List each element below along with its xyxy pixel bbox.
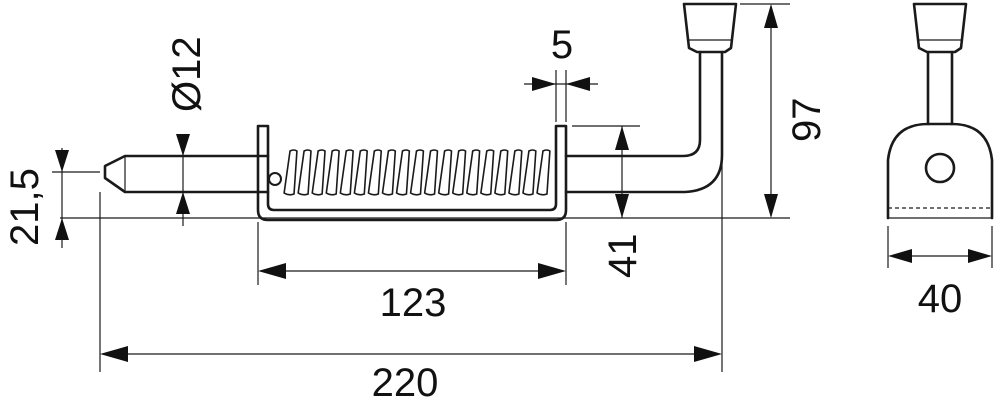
side-grip-cap [912,2,968,54]
spring-coil [508,149,523,196]
grip-cap [682,2,738,54]
spring-coil [353,149,369,196]
side-width-label: 40 [918,277,963,321]
spring-coil [381,149,397,196]
arrow-head [566,77,590,91]
front-view [60,2,790,222]
dimension-tip-offset: 21,5 [3,148,100,248]
tip-offset-label: 21,5 [3,168,47,246]
dimension-bracket-height: 41 [572,125,645,279]
bracket-gap-label: 5 [551,23,573,67]
spring-coil [437,149,453,196]
arrow-head [176,192,190,214]
spring-coil [339,149,354,196]
side-view [886,2,994,220]
spring-coil [465,149,481,196]
arrow-head [888,249,912,263]
handle-rod [564,50,724,194]
spring-coil [423,149,439,196]
bracket [256,124,568,222]
spring-coil [395,149,411,196]
dimension-bracket-gap: 5 [524,23,598,122]
pin-diameter-label: Ø12 [165,36,209,112]
dimension-side-width: 40 [887,226,993,321]
arrow-head [176,134,190,156]
spring-coil [494,149,509,196]
arrow-head [764,194,778,218]
dimension-pin-diameter: Ø12 [165,36,209,226]
dimension-overall-length: 220 [99,150,723,400]
arrow-head [100,346,128,362]
arrow-head [55,218,69,240]
spring-coil [283,149,298,196]
pin-rod [103,154,270,194]
overall-length-label: 220 [372,361,439,400]
spring-coil [522,149,537,196]
arrow-head [694,346,722,362]
arrow-head [55,150,69,172]
spring-coil [409,149,425,196]
spring-coil [536,149,551,196]
spring-coil [325,149,340,196]
arrow-head [258,263,286,279]
cross-pin [268,172,282,186]
dimension-total-height: 97 [740,3,829,218]
dimension-spring-length: 123 [257,222,567,325]
arrow-head [615,194,629,218]
spring [283,149,551,196]
spring-coil [297,149,312,196]
arrow-head [532,77,556,91]
arrow-head [615,126,629,150]
total-height-label: 97 [785,98,829,143]
side-bracket-plate [886,122,994,220]
spring-coil [311,149,326,196]
arrow-head [968,249,992,263]
spring-coil [367,149,383,196]
spring-length-label: 123 [380,281,447,325]
arrow-head [538,263,566,279]
spring-coil [451,149,467,196]
bracket-height-label: 41 [601,234,645,279]
side-pin-hole [924,152,956,184]
spring-coil [479,149,495,196]
arrow-head [764,4,778,28]
